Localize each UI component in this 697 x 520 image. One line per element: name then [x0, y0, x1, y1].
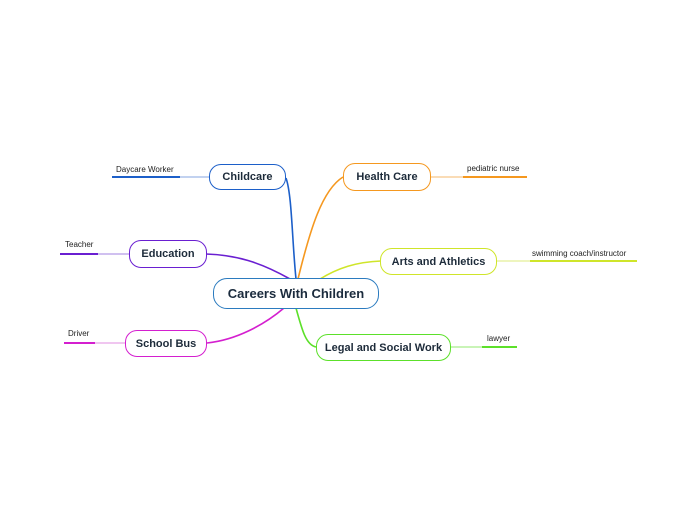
topic-health-care-label: Health Care	[356, 171, 418, 183]
topic-school-bus-label: School Bus	[135, 337, 197, 350]
central-topic[interactable]: Careers With Children	[213, 278, 379, 309]
central-topic-label: Careers With Children	[227, 286, 365, 301]
link-legal-social	[295, 307, 317, 348]
topic-arts-athletics-label: Arts and Athletics	[391, 255, 486, 268]
topic-education-label: Education	[141, 248, 195, 260]
subtopic-daycare-worker[interactable]: Daycare Worker	[116, 165, 174, 174]
subtopic-lawyer[interactable]: lawyer	[487, 334, 511, 343]
link-childcare	[285, 177, 297, 280]
link-arts-athletics	[319, 260, 382, 280]
topic-childcare-label: Childcare	[222, 171, 273, 183]
topic-arts-athletics[interactable]: Arts and Athletics	[380, 248, 497, 275]
subtopic-pediatric-nurse[interactable]: pediatric nurse	[467, 164, 520, 173]
topic-legal-social[interactable]: Legal and Social Work	[316, 334, 451, 361]
link-health-care	[297, 176, 344, 280]
subtopic-swimming-coach[interactable]: swimming coach/instructor	[532, 249, 627, 258]
subtopic-teacher[interactable]: Teacher	[65, 240, 94, 249]
topic-school-bus[interactable]: School Bus	[125, 330, 207, 357]
topic-childcare[interactable]: Childcare	[209, 164, 286, 190]
topic-health-care[interactable]: Health Care	[343, 163, 431, 191]
link-school-bus	[206, 307, 285, 344]
topic-legal-social-label: Legal and Social Work	[324, 341, 443, 354]
subtopic-driver[interactable]: Driver	[68, 329, 90, 338]
link-education	[205, 253, 291, 280]
topic-education[interactable]: Education	[129, 240, 207, 268]
